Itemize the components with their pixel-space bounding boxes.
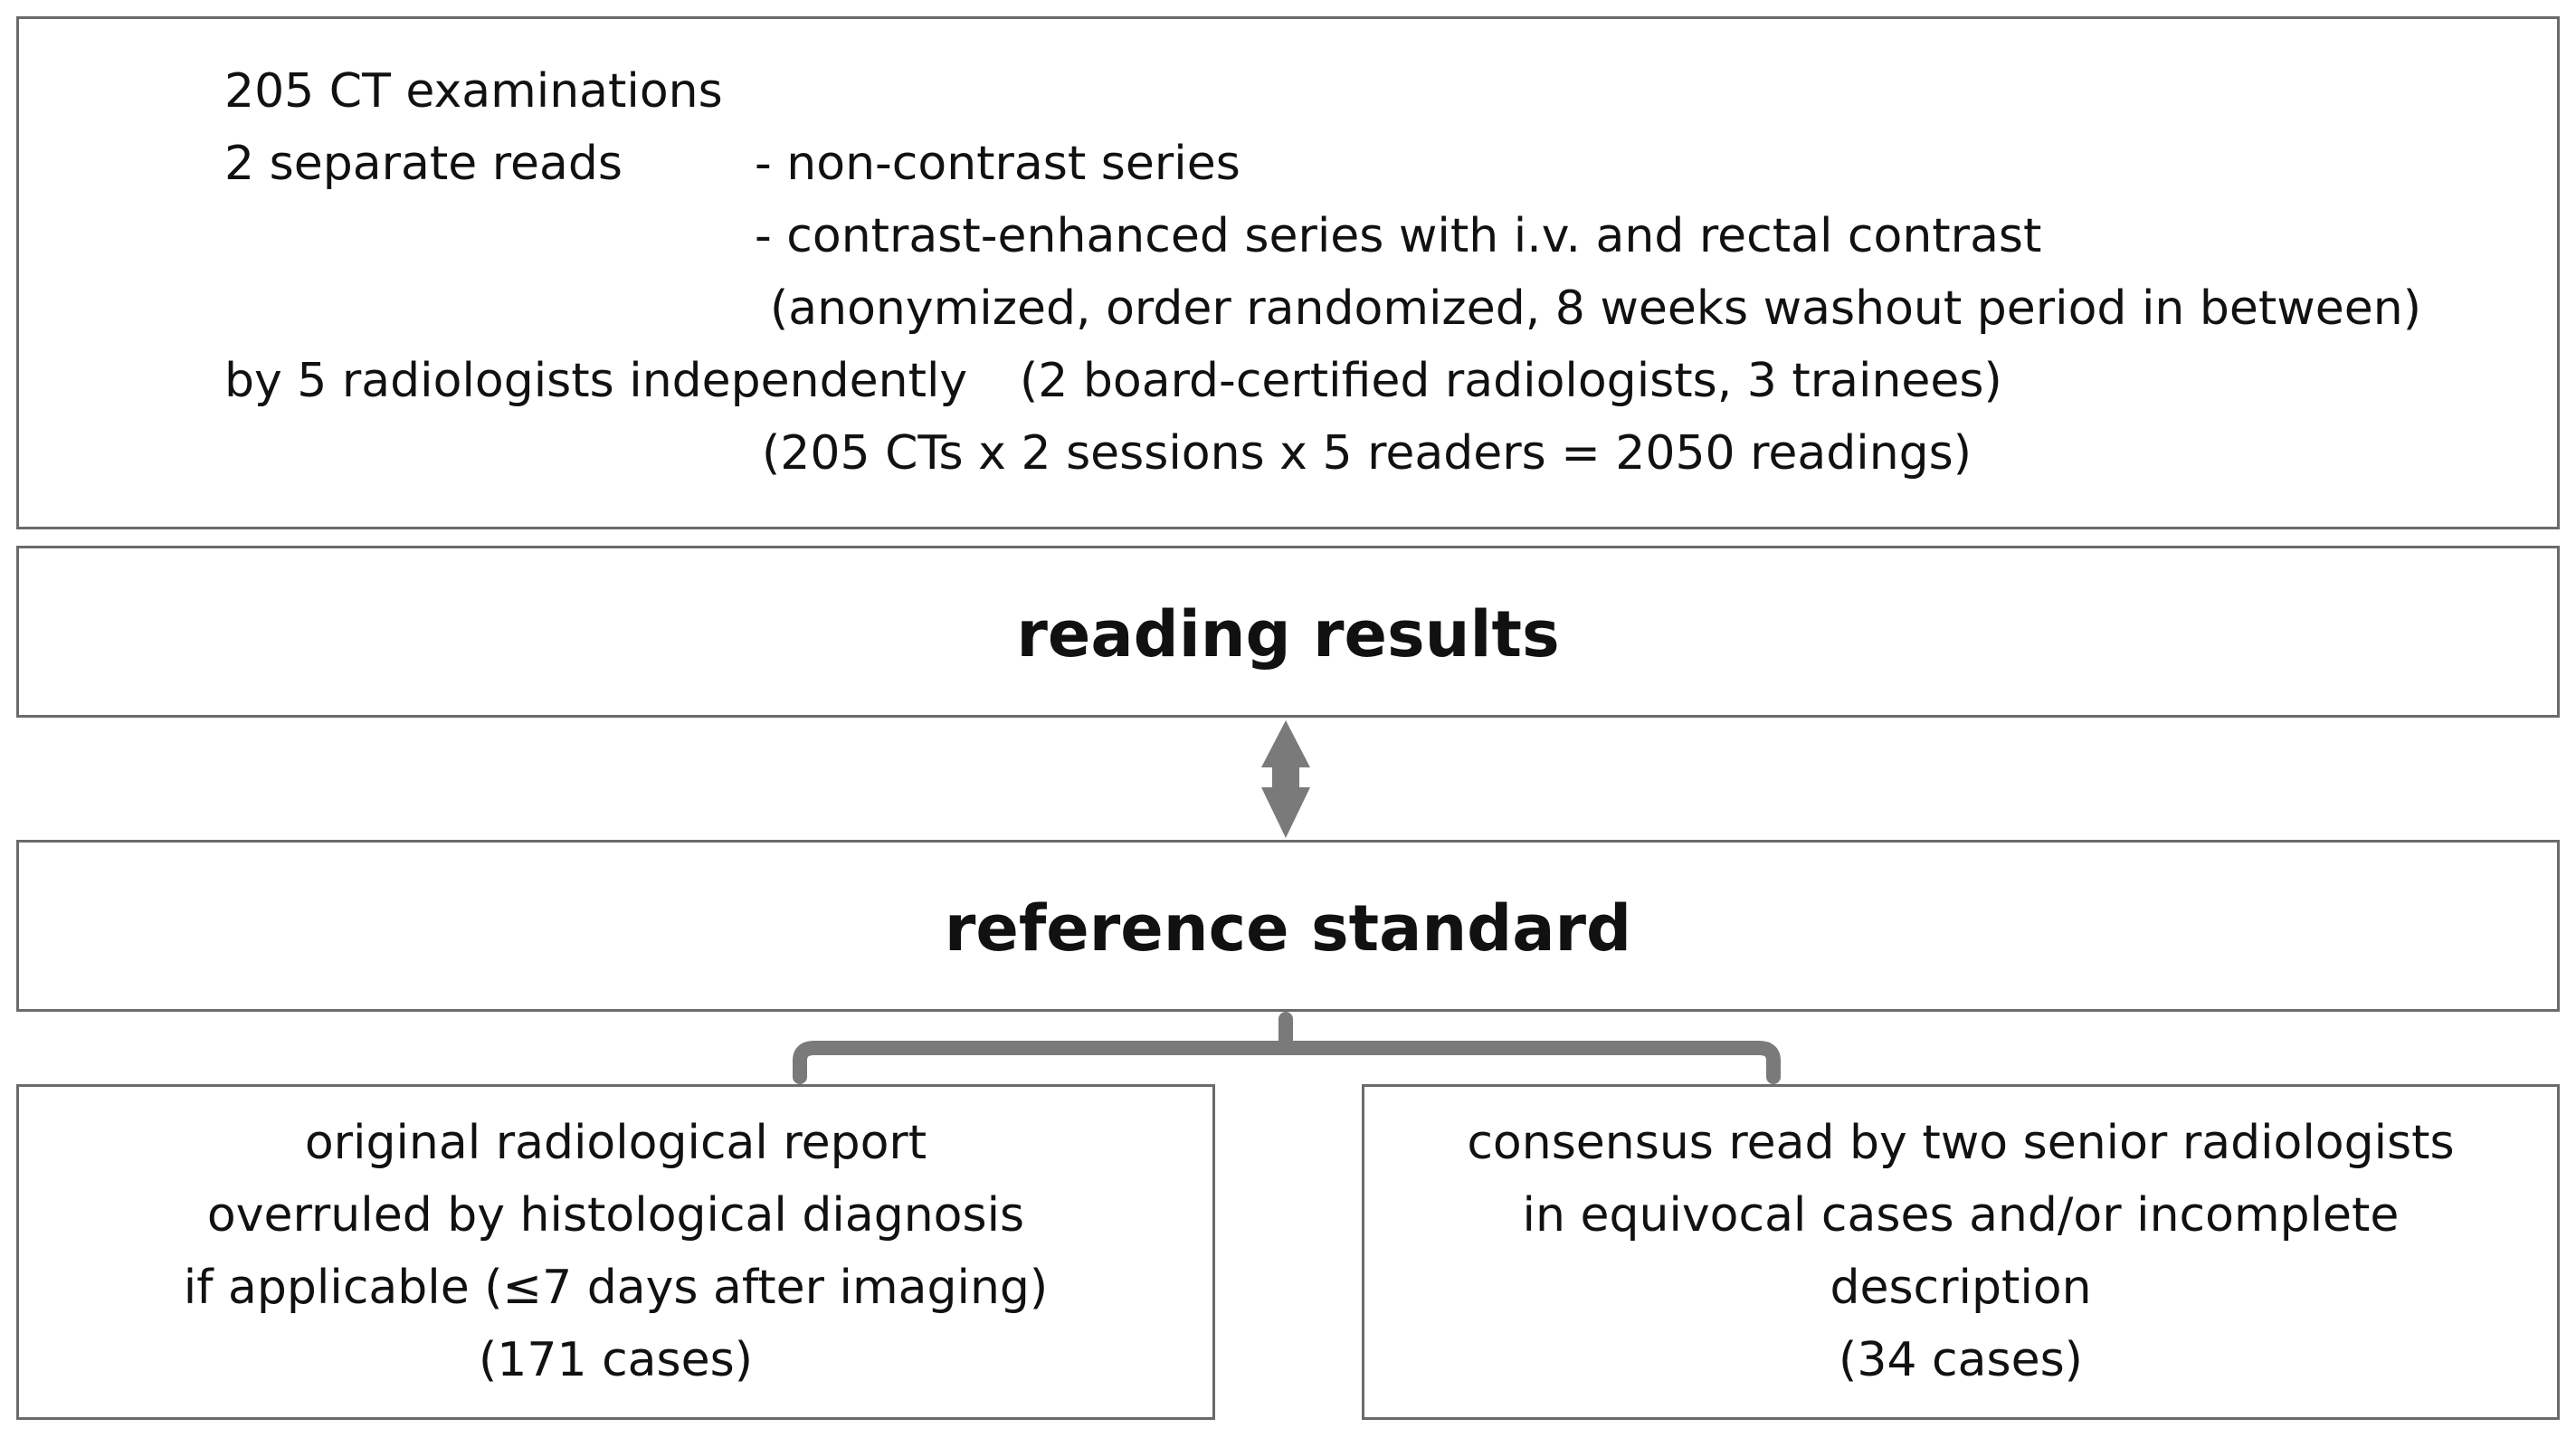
study-design-box: 205 CT examinations 2 separate reads - n… xyxy=(16,16,2560,529)
reference-standard-box: reference standard xyxy=(16,840,2560,1012)
right-line-2: in equivocal cases and/or incomplete xyxy=(1522,1188,2400,1243)
left-line-1: original radiological report xyxy=(304,1116,927,1170)
reading-results-box: reading results xyxy=(16,546,2560,718)
reads-label: 2 separate reads xyxy=(224,137,623,191)
bracket-connector xyxy=(793,1012,1781,1084)
examinations-count: 205 CT examinations xyxy=(224,64,723,119)
right-line-1: consensus read by two senior radiologist… xyxy=(1467,1116,2455,1170)
left-line-2: overruled by histological diagnosis xyxy=(206,1188,1025,1243)
consensus-reference-box: consensus read by two senior radiologist… xyxy=(1362,1084,2560,1420)
left-case-count: (171 cases) xyxy=(479,1333,753,1387)
right-line-3: description xyxy=(1830,1261,2092,1315)
reading-results-title: reading results xyxy=(1016,597,1560,671)
right-case-count: (34 cases) xyxy=(1839,1333,2083,1387)
series-contrast-enhanced: - contrast-enhanced series with i.v. and… xyxy=(755,209,2042,263)
series-non-contrast: - non-contrast series xyxy=(755,137,1240,191)
series-note: (anonymized, order randomized, 8 weeks w… xyxy=(770,281,2422,336)
readers-label: by 5 radiologists independently xyxy=(224,354,968,408)
double-arrow-icon xyxy=(1261,720,1310,838)
readings-calculation: (205 CTs x 2 sessions x 5 readers = 2050… xyxy=(762,426,1972,481)
consensus-reference-text: consensus read by two senior radiologist… xyxy=(1364,1107,2557,1396)
reference-standard-title: reference standard xyxy=(944,891,1632,966)
histology-reference-box: original radiological report overruled b… xyxy=(16,1084,1215,1420)
histology-reference-text: original radiological report overruled b… xyxy=(19,1107,1212,1396)
readers-note: (2 board-certified radiologists, 3 train… xyxy=(1020,354,2002,408)
left-line-3: if applicable (≤7 days after imaging) xyxy=(183,1261,1049,1315)
